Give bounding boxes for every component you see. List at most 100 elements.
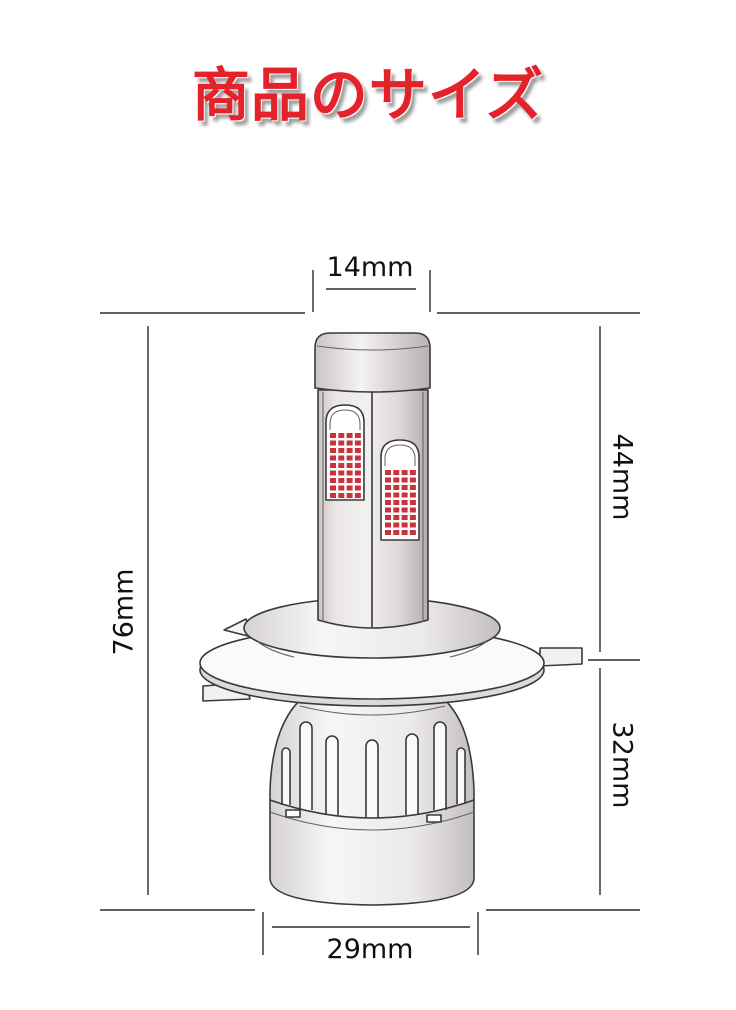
led-chip [401,500,408,505]
led-chip [338,440,345,446]
led-chip [385,470,391,475]
led-chip [346,440,353,446]
led-chip [393,515,400,520]
led-chip [393,477,400,483]
cooling-housing [269,689,475,906]
bottom-width-label: 29mm [327,934,414,965]
lower-height-label: 32mm [607,722,638,809]
led-chip [338,485,345,491]
led-chip [385,485,391,490]
led-chip [393,522,400,528]
vent-slot-left [285,809,301,818]
led-chip [401,470,408,475]
housing-band-bottom [269,811,475,831]
led-chip [346,455,353,461]
vent-slot-right [426,814,442,823]
led-chip [409,492,416,498]
cooling-fin [405,733,419,815]
led-chip [401,477,408,483]
led-chip [409,470,416,475]
total-height-dimension: 76mm [109,326,149,895]
led-chip [354,485,361,491]
led-chip [393,470,400,475]
led-chip [330,478,336,483]
led-chip [338,470,345,476]
led-chip [338,478,345,483]
led-chip [385,515,391,520]
led-chip [385,530,391,535]
led-chips-left [330,433,361,498]
led-chip [346,485,353,491]
led-chip [330,440,336,446]
housing-band-top [269,799,475,819]
led-chip [385,500,391,505]
led-chip [354,455,361,461]
upper-height-label: 44mm [607,434,638,521]
led-chip [393,485,400,490]
bottom-width-dimension: 29mm [100,909,640,965]
led-chip [393,500,400,505]
cap-top-rim [316,345,429,351]
led-chip [401,485,408,490]
led-chip [409,477,416,483]
led-chip [409,485,416,490]
led-chip [354,463,361,468]
led-chip [330,448,336,453]
cooling-fins [281,721,466,818]
led-chip [330,493,336,498]
lower-height-dimension: 32mm [599,668,638,895]
upper-height-dimension: 44mm [599,326,638,652]
led-chip [401,522,408,528]
led-chip [393,507,400,513]
led-chip [393,530,400,535]
led-chip [401,515,408,520]
led-chip [354,448,361,453]
led-chip [409,515,416,520]
led-panel-right-arch [384,444,416,466]
led-chip [409,507,416,513]
led-bulb [199,332,583,906]
cooling-fin [325,735,339,815]
led-chip [338,463,345,468]
led-chip [354,440,361,446]
led-chip [385,477,391,483]
led-chip [385,507,391,513]
led-chip [330,470,336,476]
led-chip [401,507,408,513]
top-width-label: 14mm [327,252,414,283]
cooling-fin [365,739,379,818]
led-chip [401,492,408,498]
led-chip [354,478,361,483]
led-chip [330,433,336,438]
top-width-dimension: 14mm [100,252,640,314]
cooling-fin [456,747,466,804]
led-chips-right [385,470,416,535]
collar-notch-right [449,641,487,658]
led-chip [346,478,353,483]
led-chip [346,448,353,453]
led-panel-left [325,404,365,501]
led-chip [401,530,408,535]
collar-notch-left [257,641,295,658]
cooling-fin [299,721,313,810]
page-title: 商品のサイズ [191,61,545,129]
led-chip [346,433,353,438]
bulb-top-cap [314,332,431,393]
led-chip [338,448,345,453]
led-chip [346,470,353,476]
led-panel-left-frame [325,404,365,501]
cooling-fin [433,721,447,810]
led-panel-left-arch [329,409,361,430]
housing-top-edge [299,705,446,716]
led-chip [338,493,345,498]
cooling-fin [281,747,291,805]
led-chip [354,433,361,438]
led-chip [330,485,336,491]
led-panel-right [380,439,420,541]
led-chip [409,530,416,535]
led-chip [338,433,345,438]
led-chip [330,455,336,461]
led-chip [385,522,391,528]
